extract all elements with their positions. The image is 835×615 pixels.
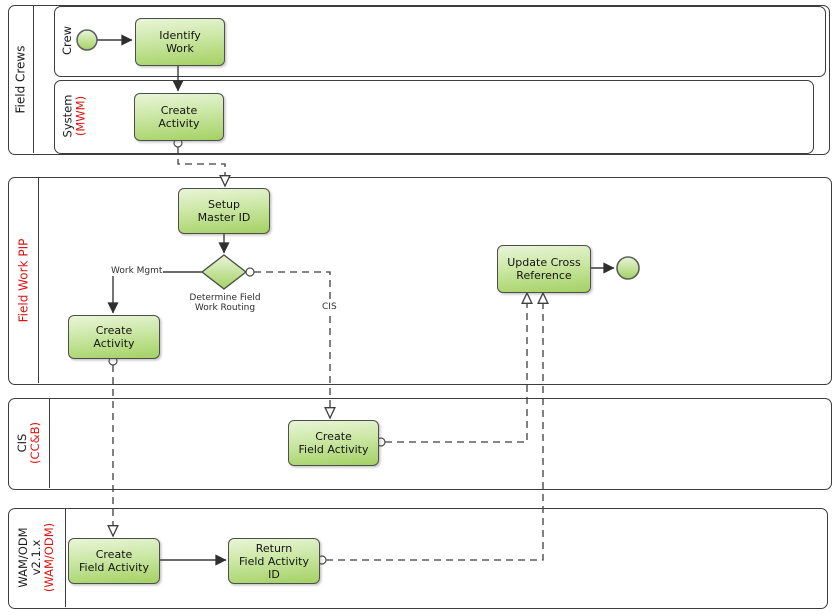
task-return-field-activity-id[interactable]: Return Field Activity ID (228, 538, 320, 584)
lane-system-mwm (54, 80, 814, 154)
pool-wam-odm-divider (65, 508, 66, 607)
pool-cis (8, 398, 832, 490)
task-create-activity-pip[interactable]: Create Activity (68, 315, 160, 359)
task-setup-master-id[interactable]: Setup Master ID (178, 188, 270, 234)
pool-field-crews (8, 5, 830, 155)
pool-field-work-pip-divider (38, 177, 39, 383)
pool-cis-divider (49, 398, 50, 488)
task-create-activity-mwm[interactable]: Create Activity (134, 93, 224, 141)
task-create-field-activity-cis[interactable]: Create Field Activity (288, 420, 379, 466)
task-update-cross-reference[interactable]: Update Cross Reference (497, 245, 591, 293)
task-identify-work[interactable]: Identify Work (135, 18, 225, 66)
edge-label-work-mgmt: Work Mgmt (110, 266, 164, 276)
lane-crew (54, 6, 826, 77)
pool-field-crews-divider (33, 5, 34, 153)
gateway-caption: Determine Field Work Routing (189, 293, 261, 313)
task-create-field-activity-wam[interactable]: Create Field Activity (68, 538, 160, 584)
edge-label-cis: CIS (321, 302, 338, 312)
